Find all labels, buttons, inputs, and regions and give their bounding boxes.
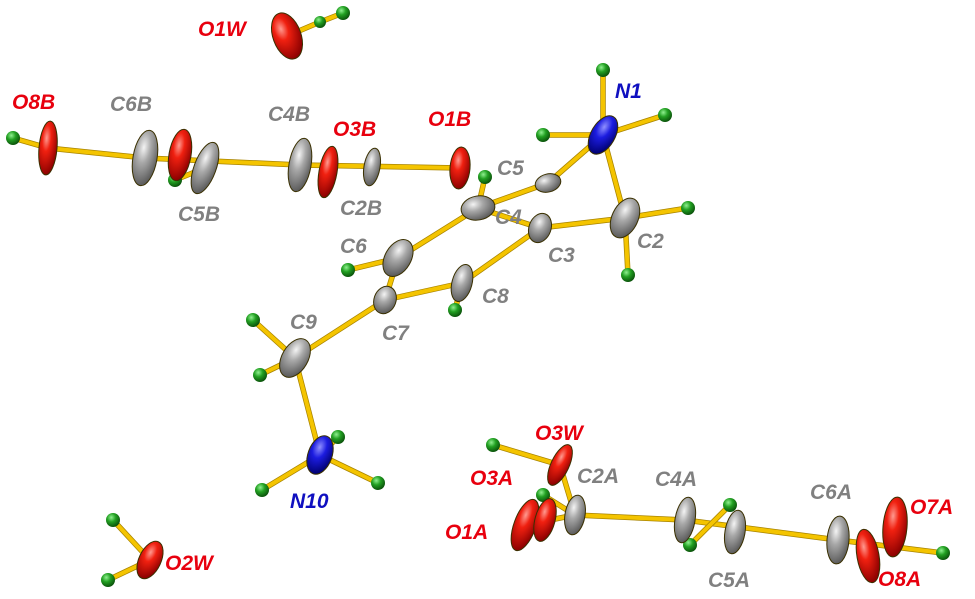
label-C6: C6 [340,235,367,258]
label-C4B: C4B [268,103,310,126]
label-C7: C7 [382,322,410,345]
label-O8B: O8B [12,91,55,114]
heavy-atoms [38,12,908,584]
label-C3: C3 [548,244,575,267]
label-C4A: C4A [655,468,697,491]
bonds [10,10,946,583]
label-C2B: C2B [340,197,382,220]
label-O3B: O3B [333,118,376,141]
label-C5: C5 [497,157,524,180]
label-O7A: O7A [910,496,953,519]
label-C8: C8 [482,285,509,308]
label-O1W: O1W [198,18,248,41]
label-C6A: C6A [810,481,852,504]
label-O2W: O2W [165,552,215,575]
label-C5B: C5B [178,203,220,226]
label-C5A: C5A [708,569,750,592]
label-O1B: O1B [428,108,471,131]
label-C4: C4 [495,206,522,229]
label-O8A: O8A [878,568,921,591]
label-O1A: O1A [445,521,488,544]
label-N10: N10 [290,490,329,513]
label-O3A: O3A [470,467,513,490]
label-C9: C9 [290,311,317,334]
label-C2A: C2A [577,465,619,488]
label-O3W: O3W [535,422,585,445]
atom-labels: O1W O8B C6B C4B O3B O1B N1 C5B C2B C5 C4… [12,18,953,592]
hydrogen-atoms [6,6,950,587]
label-N1: N1 [615,80,642,103]
label-C6B: C6B [110,93,152,116]
label-C2: C2 [637,230,664,253]
